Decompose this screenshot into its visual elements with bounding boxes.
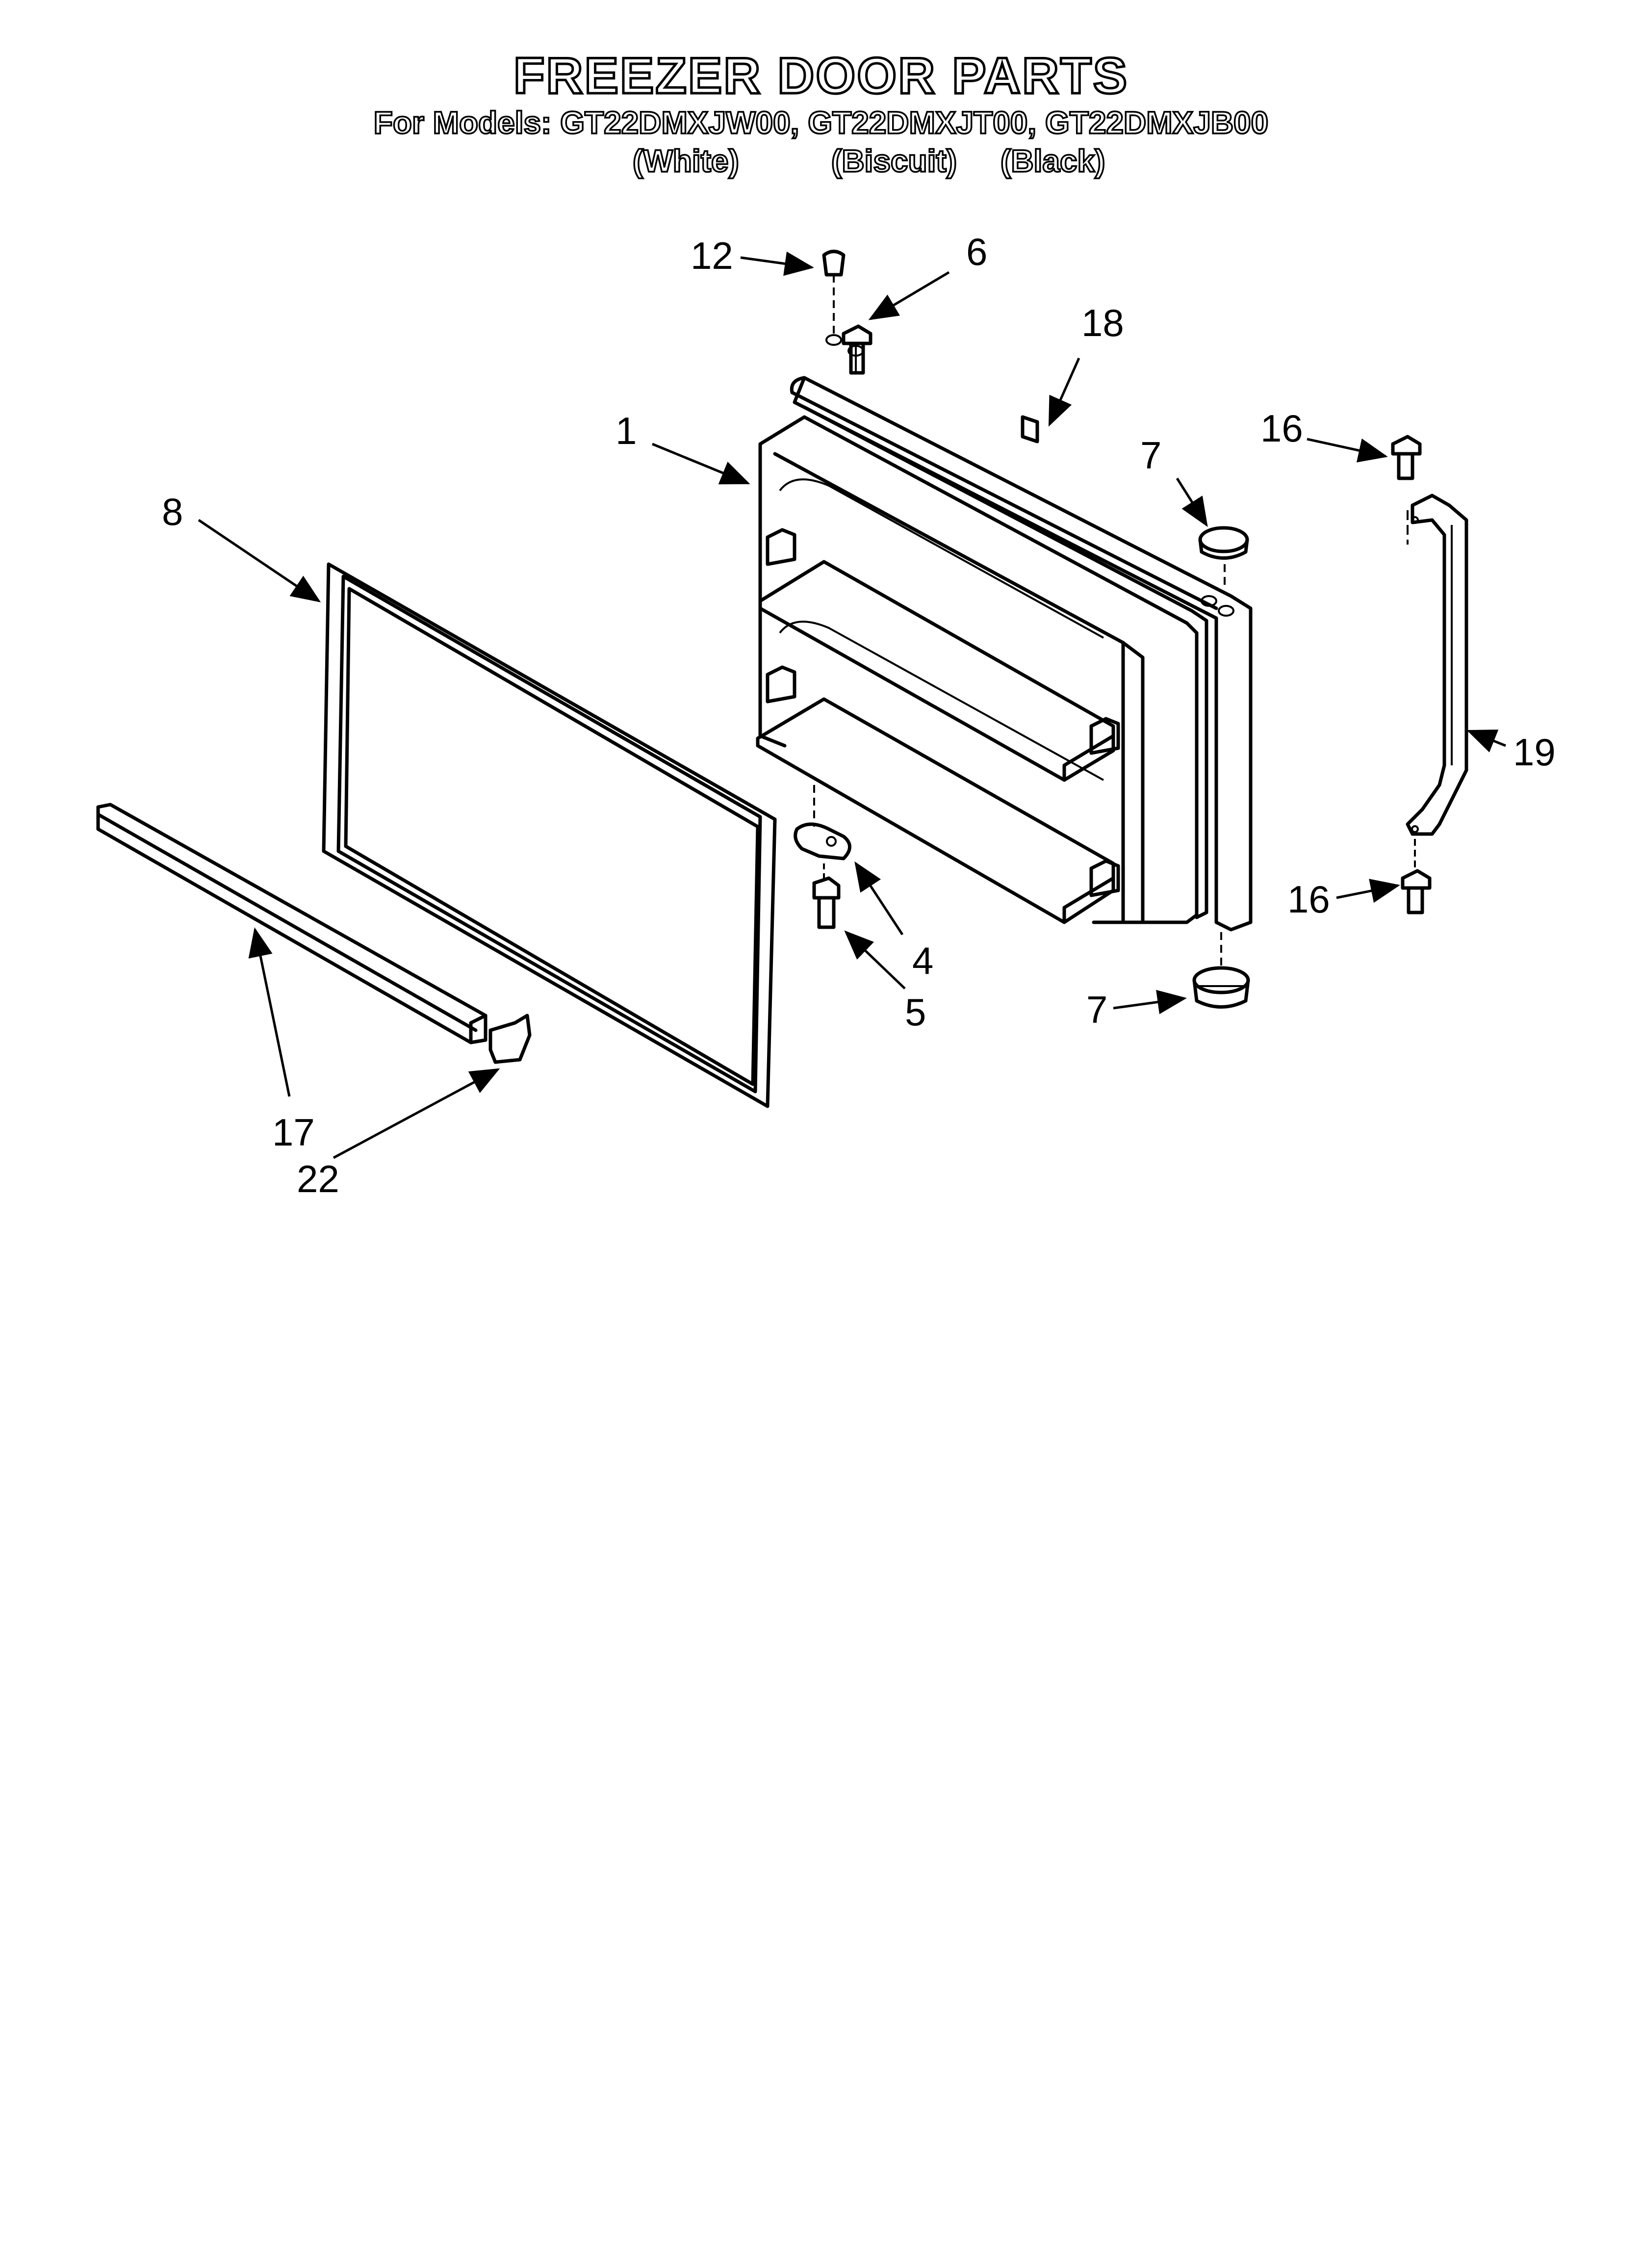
color-label-black: (Black) [1000, 142, 1106, 180]
callout-8: 8 [162, 490, 183, 533]
door-handle-part-19 [1406, 494, 1468, 836]
leader-lines [198, 251, 1506, 1159]
callout-5: 5 [905, 991, 926, 1034]
callout-7-bottom: 7 [1086, 988, 1107, 1031]
models-line: For Models: GT22DMXJW00, GT22DMXJT00, GT… [373, 104, 1269, 141]
screw-part-6 [842, 324, 872, 375]
page-title: FREEZER DOOR PARTS [513, 47, 1129, 106]
trim-strip-part-17 [96, 803, 487, 1044]
callout-7-top: 7 [1140, 434, 1161, 477]
callout-22: 22 [297, 1157, 339, 1200]
callout-17: 17 [272, 1111, 315, 1154]
hinge-part-4 [794, 785, 851, 860]
screw-part-5 [812, 863, 841, 929]
callout-4: 4 [912, 939, 933, 982]
screw-part-16-top [1391, 435, 1422, 480]
end-cap-part-22 [488, 1014, 532, 1064]
callout-18: 18 [1081, 301, 1124, 344]
callout-6: 6 [966, 230, 987, 273]
door-liner-part-1 [756, 334, 1253, 932]
callout-labels: 12 6 18 1 7 16 8 19 16 4 5 7 17 22 [162, 230, 1556, 1200]
label-part-18 [1021, 415, 1039, 443]
door-gasket-part-8 [322, 562, 777, 1108]
screw-part-16-bottom [1401, 839, 1432, 914]
title-block: FREEZER DOOR PARTS [0, 47, 1642, 106]
color-label-biscuit: (Biscuit) [830, 142, 958, 180]
callout-16-top: 16 [1260, 407, 1303, 450]
callout-16-bottom: 16 [1287, 878, 1330, 921]
screw-part-12 [822, 250, 846, 334]
callout-12: 12 [691, 234, 733, 277]
callout-1: 1 [616, 409, 637, 452]
plug-part-7-top [1198, 526, 1249, 589]
color-label-white: (White) [632, 142, 740, 180]
plug-part-7-bottom [1192, 932, 1250, 1009]
callout-19: 19 [1513, 730, 1556, 774]
